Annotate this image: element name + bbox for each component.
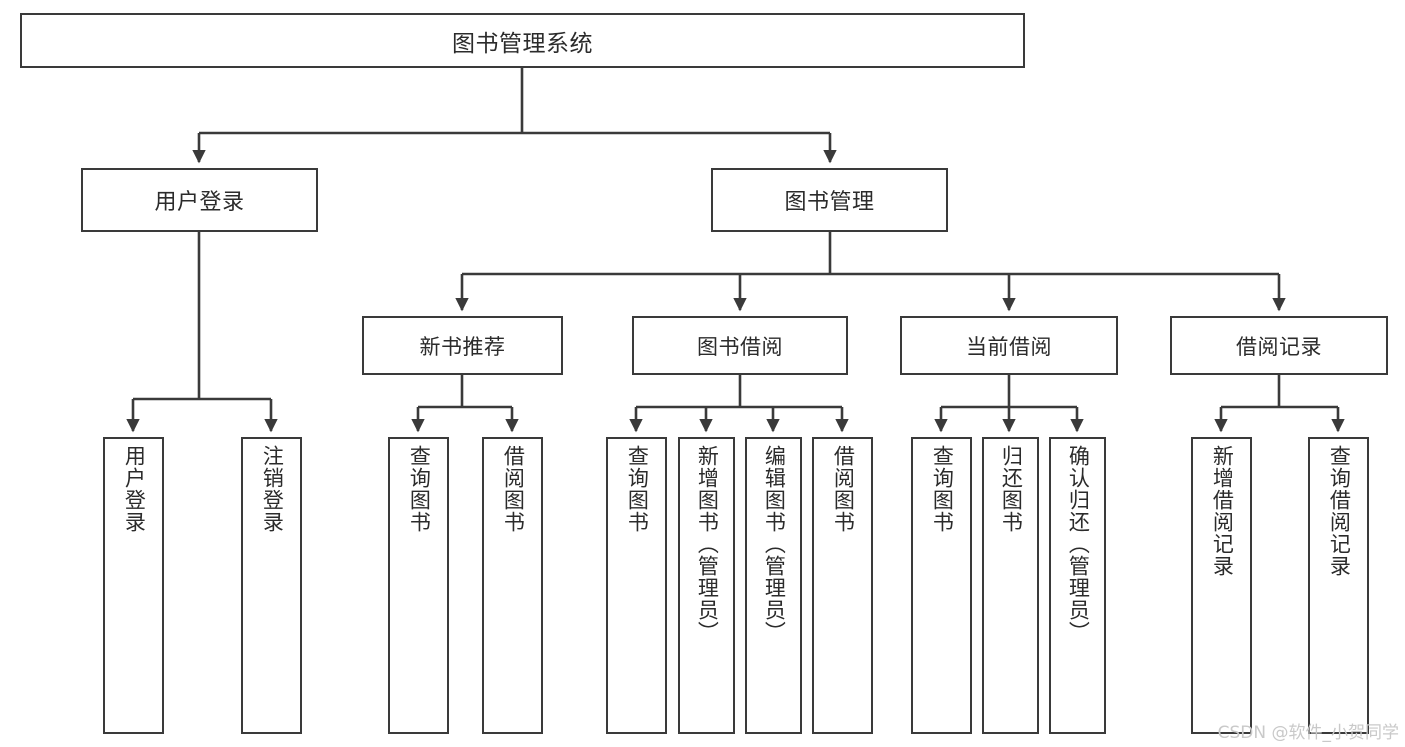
node-leaf-query-book-3-label: 查询图书 xyxy=(930,445,955,533)
node-leaf-add-book[interactable]: 新增图书（管理员） xyxy=(678,437,735,734)
node-new-book-rec[interactable]: 新书推荐 xyxy=(362,316,563,375)
node-leaf-add-record[interactable]: 新增借阅记录 xyxy=(1191,437,1252,734)
node-leaf-user-login[interactable]: 用户登录 xyxy=(103,437,164,734)
node-leaf-edit-book-label: 编辑图书（管理员） xyxy=(762,445,787,643)
node-leaf-user-login-label: 用户登录 xyxy=(122,445,147,533)
node-leaf-return-book[interactable]: 归还图书 xyxy=(982,437,1039,734)
node-user-login-label: 用户登录 xyxy=(154,190,245,215)
node-root-label: 图书管理系统 xyxy=(452,30,593,57)
node-user-login[interactable]: 用户登录 xyxy=(81,168,318,232)
node-leaf-add-record-label: 新增借阅记录 xyxy=(1210,445,1235,577)
node-leaf-user-logout[interactable]: 注销登录 xyxy=(241,437,302,734)
node-book-manage[interactable]: 图书管理 xyxy=(711,168,948,232)
node-book-borrow-label: 图书借阅 xyxy=(697,334,783,359)
node-current-borrow-label: 当前借阅 xyxy=(966,334,1052,359)
node-book-borrow[interactable]: 图书借阅 xyxy=(632,316,848,375)
node-leaf-query-book-2-label: 查询图书 xyxy=(625,445,650,533)
node-leaf-user-logout-label: 注销登录 xyxy=(260,445,285,533)
node-leaf-borrow-book-1-label: 借阅图书 xyxy=(501,445,526,533)
node-root[interactable]: 图书管理系统 xyxy=(20,13,1025,68)
node-leaf-query-record[interactable]: 查询借阅记录 xyxy=(1308,437,1369,734)
node-leaf-edit-book[interactable]: 编辑图书（管理员） xyxy=(745,437,802,734)
node-leaf-add-book-label: 新增图书（管理员） xyxy=(695,445,720,643)
node-leaf-return-book-label: 归还图书 xyxy=(999,445,1024,533)
node-leaf-borrow-book-2-label: 借阅图书 xyxy=(831,445,856,533)
node-book-manage-label: 图书管理 xyxy=(784,190,875,215)
node-leaf-query-book-1[interactable]: 查询图书 xyxy=(388,437,449,734)
node-leaf-confirm-return-label: 确认归还（管理员） xyxy=(1066,445,1091,643)
node-borrow-record-label: 借阅记录 xyxy=(1236,334,1322,359)
node-leaf-query-book-1-label: 查询图书 xyxy=(407,445,432,533)
node-borrow-record[interactable]: 借阅记录 xyxy=(1170,316,1388,375)
node-leaf-confirm-return[interactable]: 确认归还（管理员） xyxy=(1049,437,1106,734)
node-leaf-query-record-label: 查询借阅记录 xyxy=(1327,445,1352,577)
node-current-borrow[interactable]: 当前借阅 xyxy=(900,316,1118,375)
csdn-watermark: CSDN @软件_小贺同学 xyxy=(1217,723,1399,743)
node-leaf-borrow-book-2[interactable]: 借阅图书 xyxy=(812,437,873,734)
node-leaf-query-book-3[interactable]: 查询图书 xyxy=(911,437,972,734)
node-leaf-borrow-book-1[interactable]: 借阅图书 xyxy=(482,437,543,734)
node-new-book-rec-label: 新书推荐 xyxy=(419,334,506,359)
node-leaf-query-book-2[interactable]: 查询图书 xyxy=(606,437,667,734)
